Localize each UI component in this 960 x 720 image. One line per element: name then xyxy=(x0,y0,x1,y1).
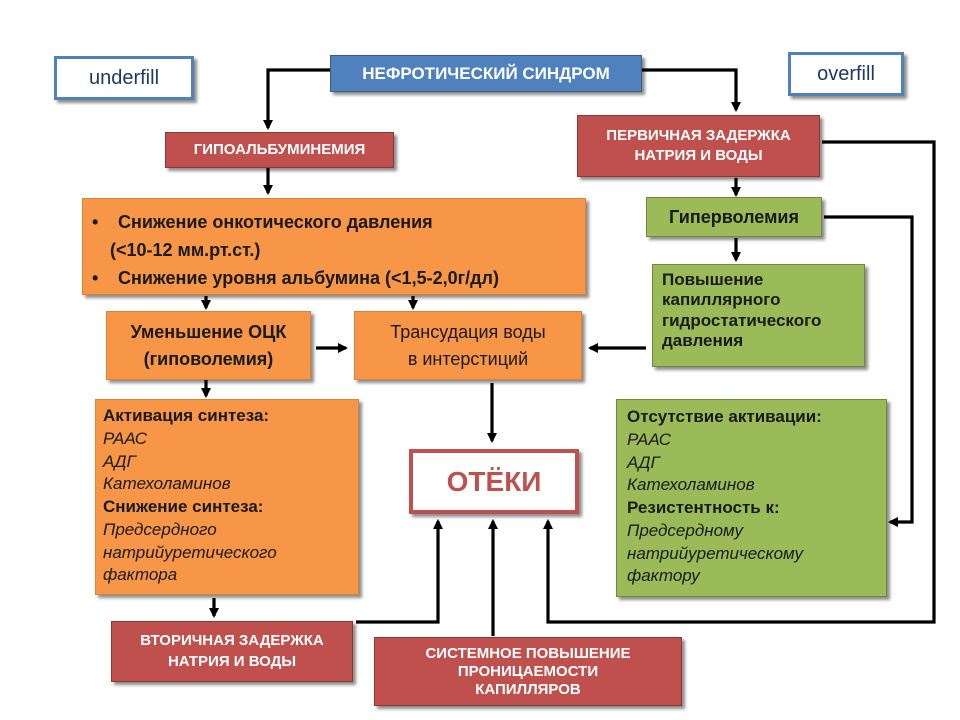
arrow-hypervolemia-to-noactivation xyxy=(824,215,914,528)
hypervolemia-box: Гиперволемия xyxy=(646,197,822,237)
no-activation-item-adh: АДГ xyxy=(627,452,660,472)
oncotic-line3: Снижение уровня альбумина (<1,5-2,0г/дл) xyxy=(118,267,499,288)
transudation-box: Трансудация воды в интерстиций xyxy=(354,311,582,380)
arrow-title-to-primary xyxy=(642,68,742,113)
activation-item2-3: фактора xyxy=(103,565,178,585)
title-text: НЕФРОТИЧЕСКИЙ СИНДРОМ xyxy=(362,63,610,83)
primary-retention-box: ПЕРВИЧНАЯ ЗАДЕРЖКА НАТРИЯ И ВОДЫ xyxy=(577,115,820,177)
activation-item2-1: Предсердного xyxy=(103,519,217,539)
permeability-line3: КАПИЛЛЯРОВ xyxy=(475,680,581,698)
bullet-icon: • xyxy=(92,212,99,232)
secondary-retention-box: ВТОРИЧНАЯ ЗАДЕРЖКА НАТРИЯ И ВОДЫ xyxy=(111,621,353,682)
permeability-line1: СИСТЕМНОЕ ПОВЫШЕНИЕ xyxy=(425,644,631,662)
oncotic-line1: Снижение онкотического давления xyxy=(118,212,433,232)
oncotic-line2: (<10-12 мм.рт.ст.) xyxy=(110,239,261,260)
bcc-decrease-box: Уменьшение ОЦК (гиповолемия) xyxy=(106,311,311,380)
bcc-line2: (гиповолемия) xyxy=(143,348,274,369)
capillary-line1: Повышение xyxy=(662,270,764,289)
no-activation-item-catecholamines: Катехоламинов xyxy=(627,475,755,495)
hypoalbuminemia-text: ГИПОАЛЬБУМИНЕМИЯ xyxy=(193,140,366,158)
primary-retention-line1: ПЕРВИЧНАЯ ЗАДЕРЖКА xyxy=(606,126,791,144)
bcc-line1: Уменьшение ОЦК xyxy=(130,321,287,342)
capillary-line4: давления xyxy=(662,331,744,351)
no-activation-heading2: Резистентность к: xyxy=(627,498,780,518)
activation-heading2: Снижение синтеза: xyxy=(103,497,264,517)
capillary-pressure-box: Повышение капиллярного гидростатического… xyxy=(652,264,865,367)
secondary-retention-line1: ВТОРИЧНАЯ ЗАДЕРЖКА xyxy=(140,632,324,650)
permeability-line2: ПРОНИЦАЕМОСТИ xyxy=(457,662,599,680)
activation-item-adh: АДГ xyxy=(103,451,136,471)
edema-text: ОТЁКИ xyxy=(446,465,542,497)
bullet-icon: • xyxy=(92,267,99,288)
hypoalbuminemia-box: ГИПОАЛЬБУМИНЕМИЯ xyxy=(165,132,394,168)
overfill-label: overfill xyxy=(788,52,904,96)
edema-box: ОТЁКИ xyxy=(409,449,579,514)
activation-box: Активация синтеза: РААС АДГ Катехоламино… xyxy=(95,399,359,595)
overfill-text: overfill xyxy=(817,62,875,85)
title-box: НЕФРОТИЧЕСКИЙ СИНДРОМ xyxy=(330,55,642,92)
capillary-line3: гидростатического xyxy=(662,310,822,330)
no-activation-box: Отсутствие активации: РААС АДГ Катехолам… xyxy=(616,399,887,597)
arrow-secondary-to-edema xyxy=(356,518,444,624)
permeability-box: СИСТЕМНОЕ ПОВЫШЕНИЕ ПРОНИЦАЕМОСТИ КАПИЛЛ… xyxy=(374,637,682,706)
no-activation-item2-1: Предсердному xyxy=(627,520,744,540)
no-activation-item2-2: натрийуретическому xyxy=(627,543,803,563)
hypervolemia-text: Гиперволемия xyxy=(669,206,799,227)
oncotic-list: • Снижение онкотического давления (<10-1… xyxy=(92,209,585,293)
oncotic-item-1b: (<10-12 мм.рт.ст.) xyxy=(92,237,585,265)
oncotic-item-1: • Снижение онкотического давления xyxy=(92,209,585,237)
primary-retention-line2: НАТРИЯ И ВОДЫ xyxy=(634,147,763,164)
secondary-retention-line2: НАТРИЯ И ВОДЫ xyxy=(167,652,297,670)
oncotic-pressure-box: • Снижение онкотического давления (<10-1… xyxy=(82,198,586,295)
transudation-line1: Трансудация воды xyxy=(390,321,546,342)
underfill-label: underfill xyxy=(54,56,194,100)
arrow-primary-to-edema xyxy=(542,140,936,624)
no-activation-item-raas: РААС xyxy=(627,429,672,449)
capillary-line2: капиллярного xyxy=(662,290,781,310)
activation-item-catecholamines: Катехоламинов xyxy=(103,474,231,494)
activation-item-raas: РААС xyxy=(103,428,148,448)
oncotic-item-2: • Снижение уровня альбумина (<1,5-2,0г/д… xyxy=(92,265,585,293)
underfill-text: underfill xyxy=(88,66,160,89)
arrow-title-to-hypo xyxy=(262,68,330,131)
transudation-line2: в интерстиций xyxy=(407,348,529,369)
activation-item2-2: натрийуретического xyxy=(103,542,277,562)
no-activation-heading: Отсутствие активации: xyxy=(627,407,822,426)
no-activation-item2-3: фактору xyxy=(627,566,700,586)
activation-heading: Активация синтеза: xyxy=(103,406,270,425)
